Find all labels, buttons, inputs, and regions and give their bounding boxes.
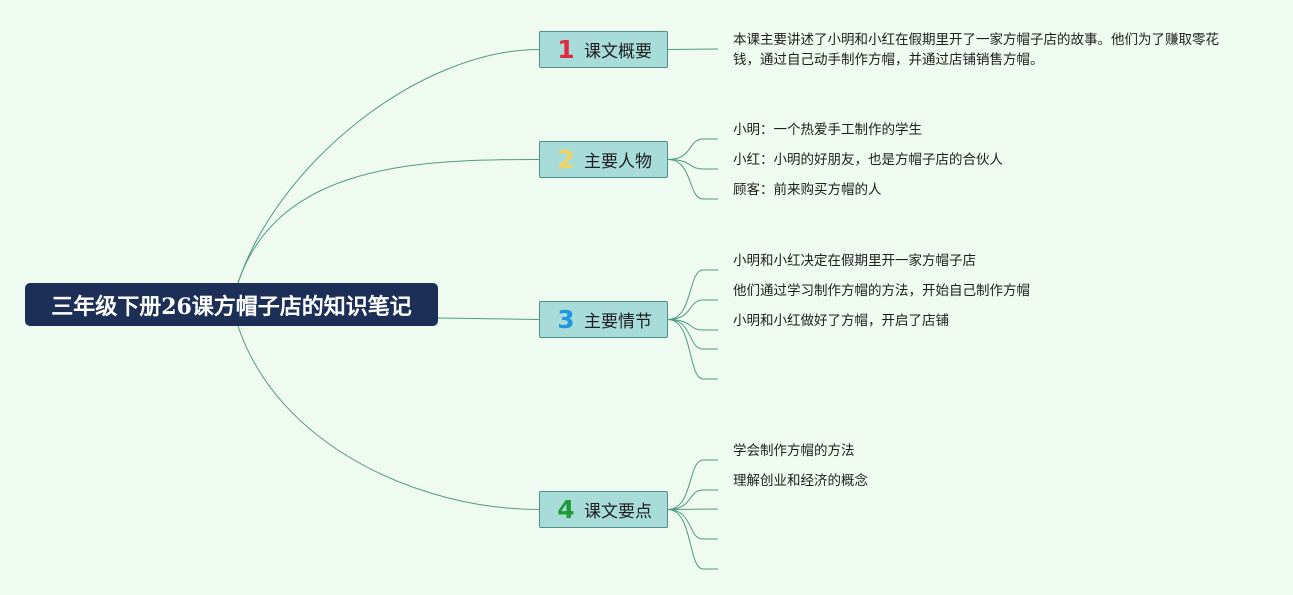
- leaf-character-xiaohong[interactable]: 小红：小明的好朋友，也是方帽子店的合伙人: [733, 152, 1003, 168]
- topic-node-characters[interactable]: 2 主要人物: [539, 141, 668, 178]
- leaf-connector: [667, 508, 719, 510]
- root-connector: [237, 325, 540, 510]
- number-2-icon: 2: [557, 145, 575, 174]
- leaf-connector: [667, 459, 718, 510]
- leaf-connector: [667, 48, 719, 50]
- leaf-connector: [667, 509, 718, 540]
- leaf-connector: [667, 159, 718, 200]
- topic-label: 课文要点: [584, 502, 652, 522]
- leaf-connector: [667, 138, 718, 160]
- leaf-plot-item[interactable]: 小明和小红决定在假期里开一家方帽子店: [733, 253, 976, 269]
- leaf-plot-item[interactable]: 小明和小红做好了方帽，开启了店铺: [733, 313, 949, 329]
- leaf-connector: [667, 299, 718, 320]
- topic-node-summary[interactable]: 1 课文概要: [539, 31, 668, 68]
- leaf-connector: [667, 319, 718, 380]
- root-connector: [237, 49, 540, 284]
- number-1-icon: 1: [557, 35, 575, 64]
- topic-label: 课文概要: [584, 42, 652, 62]
- leaf-connector: [667, 489, 718, 510]
- number-3-icon: 3: [557, 305, 575, 334]
- leaf-connector: [667, 159, 718, 170]
- leaf-character-xiaoming[interactable]: 小明：一个热爱手工制作的学生: [733, 122, 922, 138]
- topic-label: 主要情节: [584, 312, 652, 332]
- leaf-connector: [667, 269, 718, 320]
- root-node[interactable]: 三年级下册26课方帽子店的知识笔记: [25, 283, 438, 326]
- leaf-connector: [667, 509, 718, 570]
- root-connector: [237, 159, 540, 284]
- topic-label: 主要人物: [584, 152, 652, 172]
- leaf-key-point[interactable]: 理解创业和经济的概念: [733, 473, 868, 489]
- leaf-connector: [667, 319, 718, 350]
- root-title: 三年级下册26课方帽子店的知识笔记: [51, 293, 412, 320]
- leaf-plot-item[interactable]: 他们通过学习制作方帽的方法，开始自己制作方帽: [733, 283, 1030, 299]
- root-connector: [437, 317, 540, 320]
- leaf-character-customer[interactable]: 顾客：前来购买方帽的人: [733, 182, 882, 198]
- leaf-key-point[interactable]: 学会制作方帽的方法: [733, 443, 855, 459]
- topic-node-plot[interactable]: 3 主要情节: [539, 301, 668, 338]
- leaf-summary-text[interactable]: 本课主要讲述了小明和小红在假期里开了一家方帽子店的故事。他们为了赚取零花钱，通过…: [733, 32, 1219, 68]
- number-4-icon: 4: [557, 495, 575, 524]
- topic-node-key-points[interactable]: 4 课文要点: [539, 491, 668, 528]
